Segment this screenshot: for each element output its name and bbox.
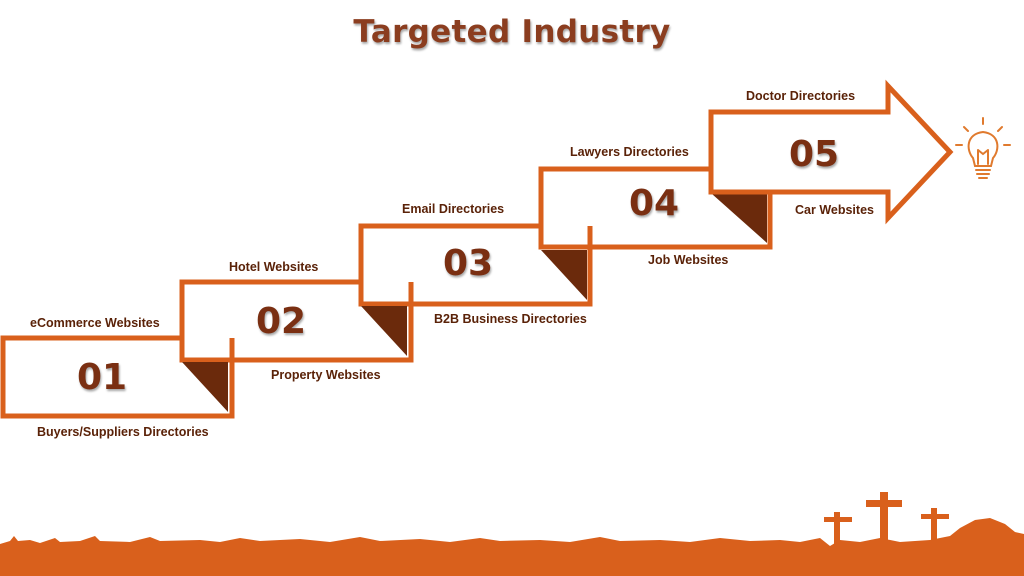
step-5-bottom-label: Car Websites: [795, 203, 874, 217]
step-1-number: 01: [76, 357, 128, 398]
step-1-top-label: eCommerce Websites: [30, 316, 160, 330]
step-1-box: [0, 335, 235, 419]
step-4-bottom-label: Job Websites: [648, 253, 729, 267]
ground-silhouette: [0, 518, 1024, 576]
step-2-fold-overlay: [361, 306, 407, 356]
lightbulb-icon: [955, 117, 1011, 179]
cross-icon: [824, 512, 852, 548]
step-1-fold-overlay: [182, 362, 228, 412]
step-2-bottom-label: Property Websites: [271, 368, 381, 382]
step-3-number: 03: [442, 243, 494, 284]
cross-icon: [866, 492, 902, 550]
step-5-arrow: [708, 79, 954, 225]
step-1-bottom-label: Buyers/Suppliers Directories: [37, 425, 209, 439]
page-title: Targeted Industry: [353, 14, 671, 50]
step-3-top-label: Email Directories: [402, 202, 505, 216]
step-4-fold-overlay: [712, 194, 767, 243]
step-2-top-label: Hotel Websites: [229, 260, 319, 274]
cross-icon: [921, 508, 949, 544]
step-4-number: 04: [628, 183, 680, 224]
step-3-bottom-label: B2B Business Directories: [434, 312, 587, 326]
step-3-fold-overlay: [541, 250, 587, 300]
step-5-number: 05: [788, 134, 840, 175]
step-4-top-label: Lawyers Directories: [570, 145, 689, 159]
step-5-top-label: Doctor Directories: [746, 89, 856, 103]
step-2-number: 02: [255, 301, 307, 342]
